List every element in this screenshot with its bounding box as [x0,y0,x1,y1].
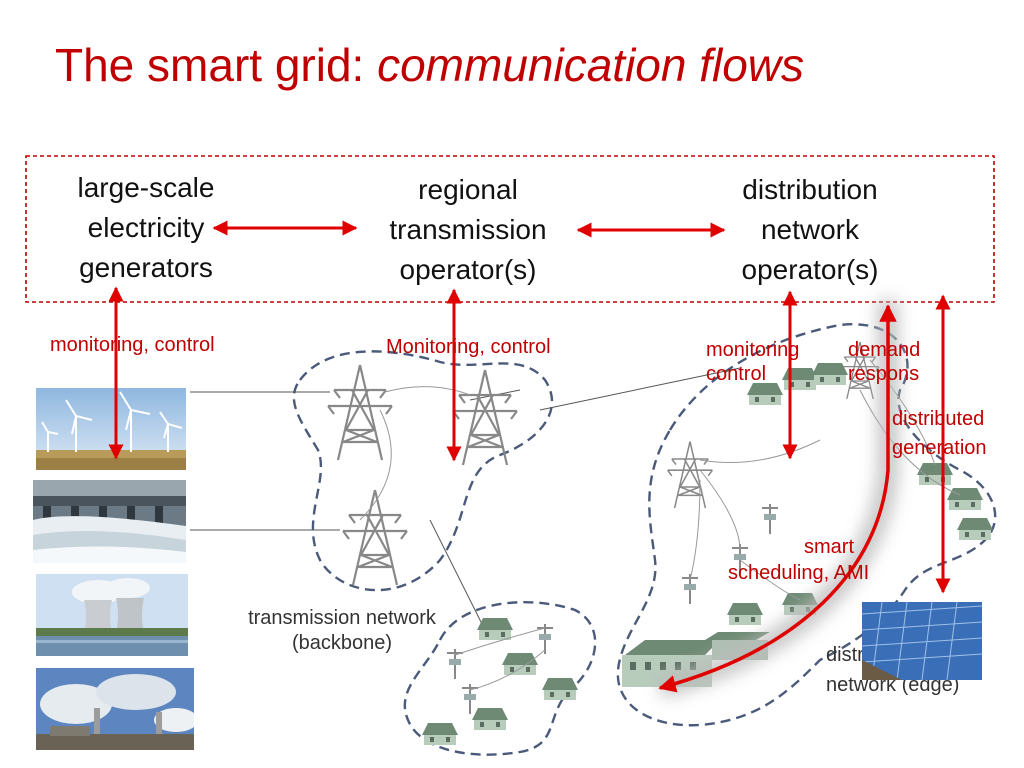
label-demand-response: demand respons [848,338,920,386]
pylon-icon [326,363,394,462]
title-italic: communication flows [377,39,805,91]
transmission-region [292,350,554,592]
actor-transmission-line3: operator(s) [399,254,537,285]
actor-distribution-line1: distribution [742,174,878,205]
label-gen-monitoring: monitoring, control [50,334,215,356]
label-dist-monitoring-line2: control [706,363,767,385]
label-smart-scheduling: smart scheduling, AMI [728,534,870,586]
label-distributed-generation-line1: distributed [892,408,985,430]
actor-generators-line2: electricity [87,212,205,243]
label-distributed-generation-line2: generation [892,437,987,459]
actor-distribution: distribution network operator(s) [710,170,910,290]
label-demand-response-line1: demand [848,339,921,361]
house-icon [422,723,458,745]
coal-plant-photo [36,668,194,750]
slide-title: The smart grid: communication flows [55,38,804,92]
actor-generators-line1: large-scale [77,172,215,203]
transmission-subregion [403,601,597,756]
label-smart-scheduling-line1: smart [804,536,854,558]
operators-box [25,155,995,303]
house-icon [542,678,578,700]
label-distributed-generation: distributed generation [892,405,987,463]
label-transmission-network: transmission network (backbone) [222,606,462,656]
title-plain: The smart grid: [55,39,378,91]
solar-panel-overlay [862,602,982,680]
label-demand-response-line2: respons [848,363,920,385]
pylon-icon [341,488,409,587]
house-icon [477,618,513,640]
label-transmission-network-line2: (backbone) [291,632,393,654]
pole-icon [761,503,779,535]
actor-generators: large-scale electricity generators [60,168,232,288]
house-icon [957,518,993,540]
hydro-dam-photo [33,480,186,563]
actor-transmission: regional transmission operator(s) [368,170,568,290]
label-transmission-network-line1: transmission network [248,607,436,629]
house-icon [747,383,783,405]
house-icon [502,653,538,675]
house-icon [472,708,508,730]
label-dist-monitoring-line1: monitoring [706,339,800,361]
actor-transmission-line2: transmission [389,214,547,245]
nuclear-plant-photo [36,574,188,656]
house-icon [812,363,848,385]
pylon-icon [666,440,714,509]
label-trans-monitoring: Monitoring, control [386,336,551,358]
label-smart-scheduling-line2: scheduling, AMI [728,562,870,584]
smart-scheduling-arrow [658,304,897,693]
actor-distribution-line3: operator(s) [741,254,879,285]
actor-transmission-line1: regional [418,174,518,205]
label-dist-monitoring: monitoring control [706,338,799,386]
house-icon [727,603,763,625]
wind-turbines-photo [36,388,186,470]
actor-generators-line3: generators [79,252,213,283]
actor-distribution-line2: network [760,214,860,245]
